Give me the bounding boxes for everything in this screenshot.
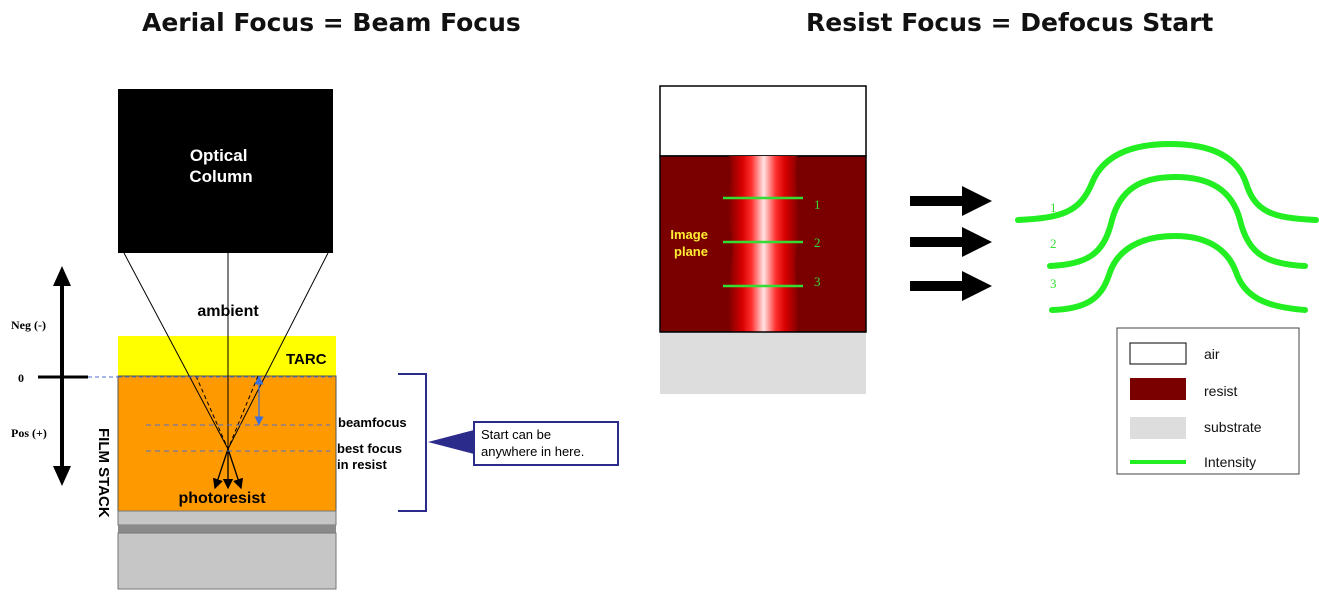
tarc-label: TARC [286, 351, 327, 368]
axis-pos-label: Pos (+) [11, 426, 47, 440]
line-number-1: 1 [814, 197, 821, 212]
legend-label-air: air [1204, 346, 1220, 362]
film-layer-1 [117, 510, 337, 526]
callout-text: Start can be anywhere in here. [481, 427, 584, 459]
title-resist-focus: Resist Focus = Defocus Start [806, 8, 1214, 37]
refracted-ray-left [195, 375, 229, 450]
callout-line-2: anywhere in here. [481, 444, 584, 459]
legend-label-substrate: substrate [1204, 419, 1262, 435]
legend-label-intensity: Intensity [1204, 454, 1256, 470]
best-focus-line-2: in resist [337, 457, 388, 472]
intensity-curve-1 [1015, 140, 1319, 223]
air-region [659, 85, 867, 157]
exit-arrow-left [212, 448, 229, 490]
image-plane-label: Image plane [670, 227, 711, 259]
substrate-region [660, 332, 866, 394]
right-diagram: 1 2 3 Image plane 1 2 3 air resist [659, 85, 1319, 475]
axis-neg-label: Neg (-) [11, 318, 46, 332]
optical-column-label: Optical Column [189, 146, 252, 186]
intensity-curve-3 [1049, 232, 1308, 313]
optical-column-line-1: Optical [190, 146, 248, 165]
callout-pointer [428, 430, 474, 454]
legend: air resist substrate Intensity [1116, 327, 1300, 475]
curve-number-3: 3 [1050, 276, 1057, 291]
best-focus-label: best focus in resist [337, 441, 406, 472]
line-number-2: 2 [814, 235, 821, 250]
legend-swatch-resist [1130, 378, 1186, 400]
cone-ray-left [123, 252, 229, 450]
image-plane-line-2: plane [674, 244, 708, 259]
cone-ray-right [227, 252, 329, 450]
beamfocus-label: beamfocus [338, 415, 407, 430]
left-diagram: Optical Column TARC ambient photoresist … [11, 89, 619, 590]
photoresist-label: photoresist [178, 490, 266, 507]
line-number-3: 3 [814, 274, 821, 289]
exit-arrow-right [227, 448, 244, 490]
intensity-curve-2 [1047, 173, 1308, 269]
focus-axis-arrow-up [53, 266, 71, 286]
legend-swatch-substrate [1130, 417, 1186, 439]
refracted-ray-right [227, 375, 259, 450]
aerial-image-beam [728, 156, 800, 332]
film-layer-2 [118, 525, 336, 533]
transform-arrows [910, 186, 992, 301]
range-bracket [398, 373, 427, 512]
best-focus-line-1: best focus [337, 441, 402, 456]
image-plane-line-1: Image [670, 227, 708, 242]
transform-arrow-3 [910, 271, 992, 301]
ambient-label: ambient [197, 303, 259, 320]
tarc-layer [118, 336, 336, 376]
legend-swatch-air [1129, 342, 1187, 365]
film-stack-label: FILM STACK [95, 428, 112, 518]
focus-axis-arrow-down [53, 466, 71, 486]
substrate-layer [117, 532, 337, 590]
title-aerial-focus: Aerial Focus = Beam Focus [142, 8, 521, 37]
axis-zero-label: 0 [18, 371, 24, 385]
curve-number-2: 2 [1050, 236, 1057, 251]
curve-number-1: 1 [1050, 200, 1057, 215]
optical-column-line-2: Column [189, 167, 252, 186]
callout-box [473, 421, 619, 466]
transform-arrow-1 [910, 186, 992, 216]
legend-label-resist: resist [1204, 383, 1238, 399]
optical-column-box [118, 89, 333, 253]
callout-line-1: Start can be [481, 427, 551, 442]
transform-arrow-2 [910, 227, 992, 257]
